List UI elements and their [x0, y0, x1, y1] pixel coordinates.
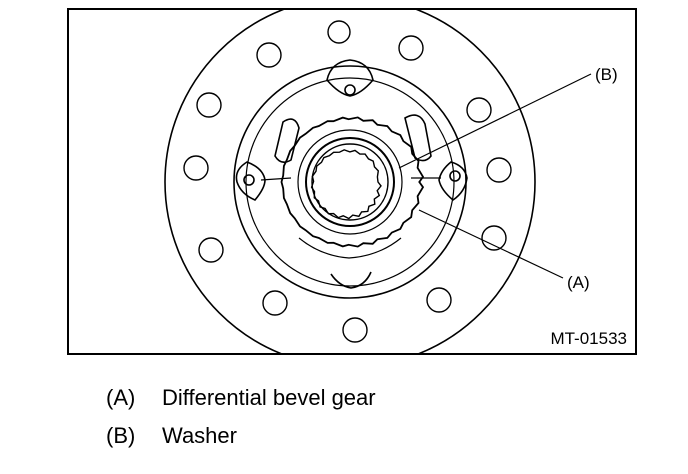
- splined-bore: [310, 149, 382, 220]
- bolt-holes: [183, 20, 512, 343]
- legend-key: (B): [106, 423, 136, 448]
- figure-id-label: MT-01533: [550, 329, 627, 348]
- bolt-hole: [327, 20, 351, 44]
- legend: (A) Differential bevel gear (B) Washer: [106, 385, 376, 461]
- case-ring-outer: [233, 65, 467, 299]
- case-window-right: [404, 114, 432, 162]
- bolt-hole: [183, 155, 209, 181]
- case-lug-top: [326, 59, 374, 97]
- case-ring-inner: [245, 77, 455, 287]
- callout-a-label: (A): [567, 273, 590, 292]
- case-lug-bottom: [330, 271, 372, 289]
- bolt-hole: [198, 237, 224, 263]
- lug-pin-top: [344, 84, 356, 96]
- legend-text: Differential bevel gear: [162, 385, 376, 410]
- differential-bevel-gear: [280, 116, 425, 248]
- bolt-hole: [426, 287, 452, 313]
- leader-line-a: [418, 209, 564, 279]
- legend-key: (A): [106, 385, 136, 410]
- flange-outer-edge: [164, 10, 536, 353]
- legend-text: Washer: [162, 423, 237, 448]
- legend-item-a: (A) Differential bevel gear: [106, 385, 376, 423]
- washer-outer: [305, 137, 395, 227]
- legend-item-b: (B) Washer: [106, 423, 376, 461]
- spider-arm: [260, 177, 292, 181]
- differential-case-drawing: [164, 10, 592, 353]
- case-lug-left: [235, 161, 266, 201]
- washer-inner: [311, 143, 389, 221]
- bolt-hole: [262, 290, 288, 316]
- case-window-lower: [298, 237, 402, 259]
- bolt-hole: [342, 317, 368, 343]
- leader-line-b: [398, 73, 592, 169]
- gear-inner-ring: [297, 129, 403, 235]
- bolt-hole: [481, 225, 507, 251]
- lug-pin-left: [243, 174, 255, 186]
- bolt-hole: [256, 42, 282, 68]
- lug-pin-right: [449, 170, 461, 182]
- case-window-left: [274, 118, 300, 164]
- bolt-hole: [196, 92, 222, 118]
- case-lug-right: [438, 161, 468, 201]
- bolt-hole: [398, 35, 424, 61]
- bolt-hole: [466, 97, 492, 123]
- bolt-hole: [486, 157, 512, 183]
- callout-b-label: (B): [595, 65, 618, 84]
- figure-frame: (B) (A) MT-01533: [67, 8, 637, 355]
